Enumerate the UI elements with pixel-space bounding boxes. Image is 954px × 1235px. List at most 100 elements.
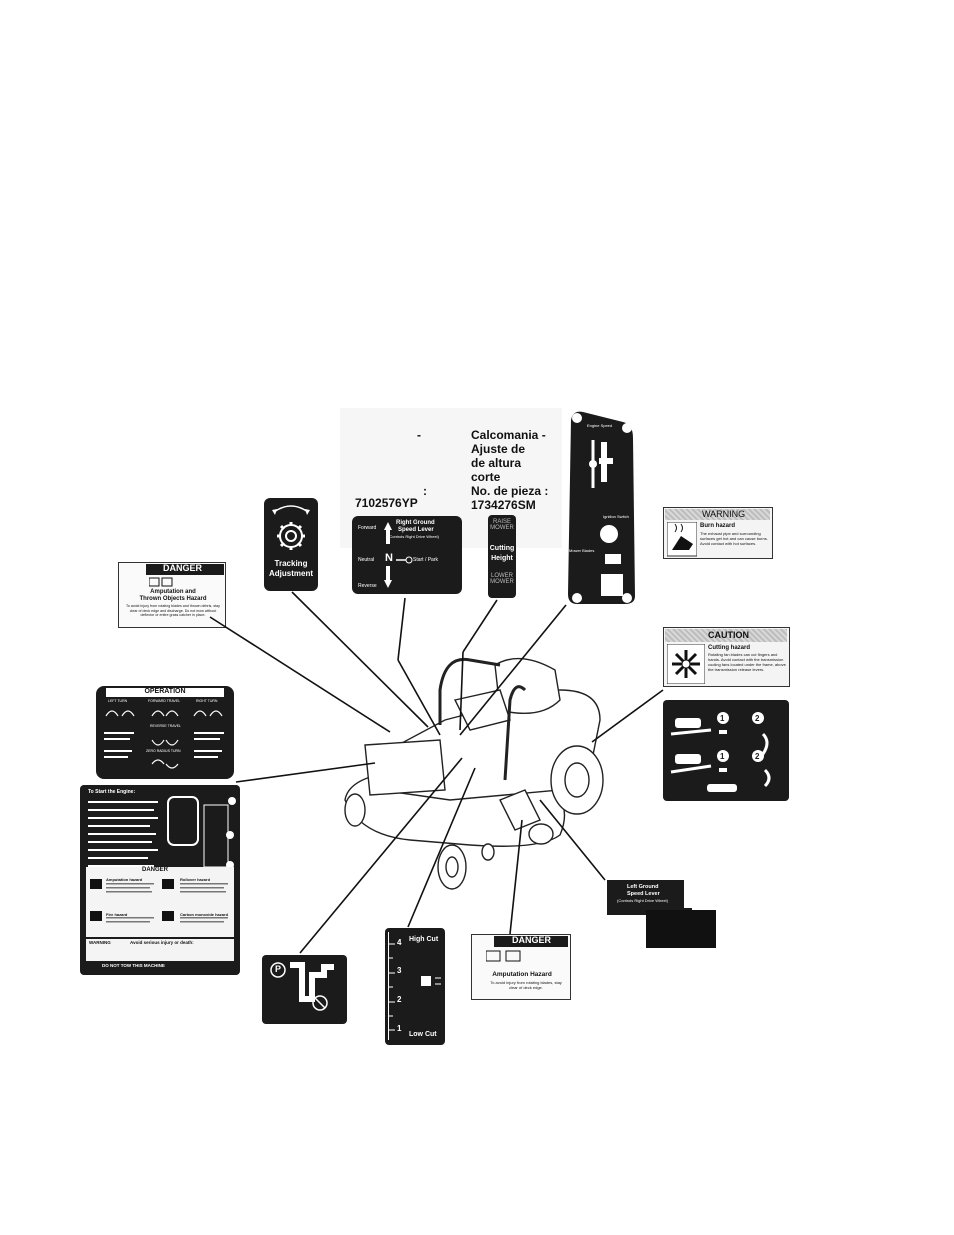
danger-body-left: To avoid injury from rotating blades and…	[126, 604, 220, 618]
reverse-label: Reverse	[358, 583, 377, 589]
ignition-label: Ignition Switch	[603, 514, 629, 519]
danger-header-text-bottom: DANGER	[512, 935, 552, 945]
tick-1: 1	[397, 1024, 402, 1033]
start-engine-danger-panel	[86, 867, 234, 937]
caution-header-text: CAUTION	[708, 630, 749, 640]
start-engine-warning-panel	[86, 939, 234, 961]
left-lever-line-3: (Controls Right Drive Wheel)	[617, 898, 668, 903]
spanish-line-1: Calcomania -	[471, 428, 546, 442]
left-lever-line-1: Left Ground	[627, 884, 659, 890]
start-park-label: Start / Park	[413, 557, 439, 563]
start-engine-avoid: Avoid serious injury or death:	[130, 940, 194, 945]
danger-header-bottom	[494, 936, 568, 947]
danger-title-bottom: Amputation Hazard	[492, 971, 552, 978]
spanish-colon: :	[423, 484, 427, 498]
gear-icon	[272, 505, 310, 550]
svg-text:2: 2	[755, 714, 760, 723]
start-engine-diagram	[88, 796, 236, 869]
slope-pictograms: 1 2 1 2	[670, 712, 771, 792]
scale-bar	[388, 932, 405, 1040]
fan-blade-icon	[667, 644, 705, 684]
start-engine-decal: To Start the Engine: DANGER Amputation h…	[80, 785, 240, 975]
spanish-line-5: No. de pieza :	[471, 484, 549, 498]
raise-mower-label: RAISE MOWER	[490, 519, 514, 531]
spanish-line-4: corte	[471, 470, 501, 484]
danger-pictogram-bottom	[486, 950, 521, 962]
left-speed-lever-decal: Left Ground Speed Lever (Controls Right …	[607, 880, 692, 915]
svg-text:2: 2	[755, 752, 760, 761]
danger-title1-left: Amputation and	[150, 589, 196, 595]
spanish-part-left: 7102576YP	[355, 496, 418, 510]
tick-2: 2	[397, 995, 402, 1004]
parking-brake-icon	[270, 962, 334, 1011]
warning-burn-decal: WARNING Burn hazard The exhaust pipe and…	[663, 507, 773, 559]
start-engine-footer: DO NOT TOW THIS MACHINE	[102, 963, 165, 968]
cutting-height-decal: RAISE MOWER Cutting Height LOWER MOWER	[488, 515, 516, 598]
danger-body-bottom: To avoid injury from rotating blades, st…	[490, 980, 562, 990]
height-scale-decal: High Cut Low Cut 4 3 2 1	[385, 928, 445, 1045]
slope-pictogram-decal: 1 2 1 2	[663, 700, 789, 801]
forward-label: Forward	[358, 525, 377, 531]
neutral-letter: N	[385, 552, 393, 564]
operation-title: OPERATION	[144, 688, 186, 695]
danger-title2-left: Thrown Objects Hazard	[139, 596, 207, 602]
danger-pictogram-left	[149, 577, 173, 587]
neutral-label: Neutral	[358, 557, 375, 563]
right-speed-lever-decal: Right Ground Speed Lever (Controls Right…	[352, 516, 462, 594]
parking-p-symbol: P	[275, 964, 282, 974]
operation-lever-icons	[104, 710, 224, 769]
warning-header-text: WARNING	[702, 509, 746, 519]
caution-cutting-decal: CAUTION Cutting hazard Rotating fan blad…	[663, 627, 790, 687]
caution-body: Rotating fan blades can cut fingers and …	[708, 652, 786, 672]
start-engine-warning: WARNING	[89, 940, 111, 945]
tick-3: 3	[397, 966, 402, 975]
cutting-label: Cutting	[489, 545, 515, 552]
haz-carbon: Carbon monoxide hazard	[180, 912, 229, 917]
scale-ticks-icon	[389, 943, 441, 1031]
tracking-label-2: Adjustment	[269, 569, 313, 578]
height-label: Height	[491, 555, 513, 562]
blades-label: Mower Blades	[569, 548, 595, 553]
speed-title-1: Right Ground	[396, 520, 435, 526]
svg-text:1: 1	[720, 752, 725, 761]
operation-col-1: LEFT TURN	[108, 699, 128, 703]
start-engine-title: To Start the Engine:	[88, 789, 136, 795]
warning-header	[665, 509, 770, 520]
haz-fire: Fire hazard	[106, 912, 128, 917]
spanish-line-3: de altura	[471, 456, 522, 470]
warning-body: The exhaust pipe and surrounding surface…	[700, 531, 768, 546]
start-engine-danger: DANGER	[142, 867, 169, 873]
black-block	[646, 910, 716, 948]
speed-arrows-icon	[384, 522, 413, 588]
burn-hand-icon	[667, 522, 697, 557]
danger-header-text-left: DANGER	[163, 563, 203, 573]
engine-panel-decal: Engine Speed Ignition Switch Mower Blade…	[565, 408, 640, 608]
lower-mower-label: LOWER MOWER	[490, 573, 514, 585]
danger-amputation-bottom-decal: DANGER Amputation Hazard To avoid injury…	[471, 934, 571, 1000]
left-lever-line-2: Speed Lever	[627, 891, 660, 897]
speed-title-2: Speed Lever	[398, 527, 434, 533]
engine-speed-label: Engine Speed	[587, 423, 613, 428]
tracking-adjustment-decal: Tracking Adjustment	[264, 498, 318, 591]
haz-rollover: Rollover hazard	[180, 877, 211, 882]
caution-title: Cutting hazard	[708, 645, 750, 651]
speed-title-3: (Controls Right Drive Wheel)	[388, 534, 439, 539]
svg-text:1: 1	[720, 714, 725, 723]
haz-amputation: Amputation hazard	[106, 877, 143, 882]
danger-header-left	[146, 564, 224, 575]
caution-header	[665, 629, 787, 642]
operation-col-3: RIGHT TURN	[196, 699, 218, 703]
operation-row-2: REVERSE TRAVEL	[150, 724, 181, 728]
engine-panel-shape	[568, 411, 635, 604]
left-lever-white-strip	[684, 880, 692, 908]
spanish-part-right: 1734276SM	[471, 498, 536, 512]
danger-amputation-left-decal: DANGER Amputation and Thrown Objects Haz…	[118, 562, 226, 628]
operation-col-2: FORWARD TRAVEL	[148, 699, 181, 703]
warning-title: Burn hazard	[700, 523, 736, 529]
low-cut-label: Low Cut	[409, 1031, 437, 1038]
parking-brake-decal: P	[262, 955, 347, 1024]
operation-decal: OPERATION LEFT TURN FORWARD TRAVEL RIGHT…	[96, 686, 234, 779]
tracking-label-1: Tracking	[274, 559, 308, 568]
hazard-icons	[90, 879, 228, 923]
operation-title-bar	[106, 688, 224, 697]
